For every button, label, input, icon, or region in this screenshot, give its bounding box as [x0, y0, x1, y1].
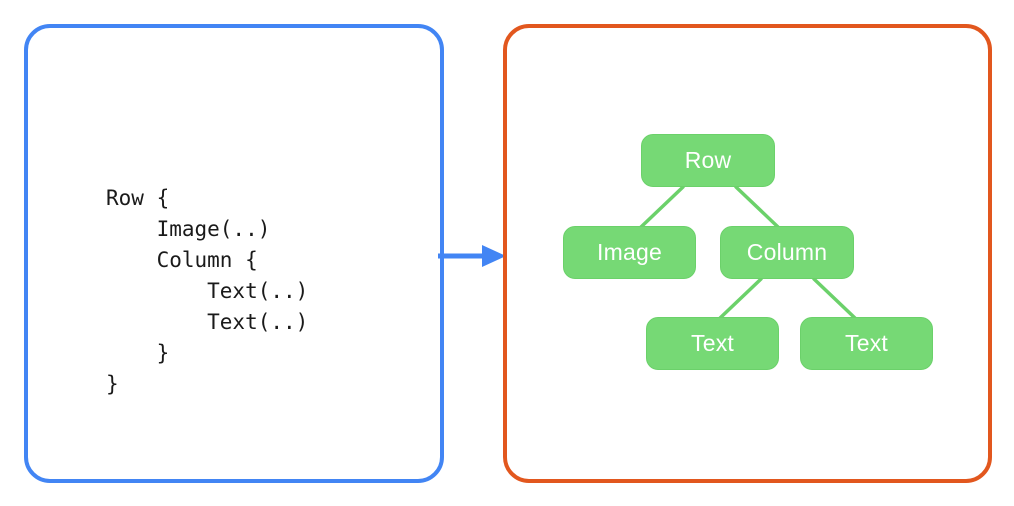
tree-node-image[interactable]: Image: [563, 226, 696, 279]
code-snippet-panel: Row { Image(..) Column { Text(..) Text(.…: [24, 24, 444, 483]
tree-node-text-2[interactable]: Text: [800, 317, 933, 370]
transforms-into-arrow: [438, 245, 506, 267]
code-snippet-text: Row { Image(..) Column { Text(..) Text(.…: [106, 186, 309, 396]
arrow-head: [482, 245, 506, 267]
tree-node-row[interactable]: Row: [641, 134, 775, 187]
tree-node-column[interactable]: Column: [720, 226, 854, 279]
tree-node-text-1[interactable]: Text: [646, 317, 779, 370]
